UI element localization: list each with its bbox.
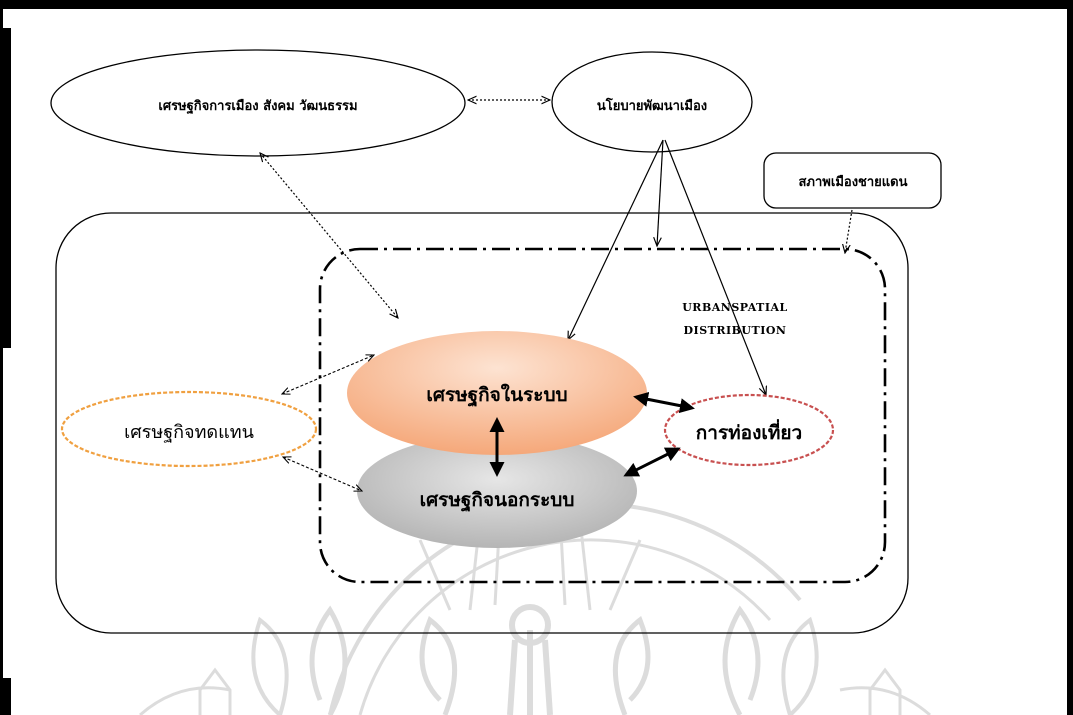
substitute-economy-ellipse (60, 390, 318, 468)
frame-border-left-bottom (0, 678, 11, 715)
frame-border-right (1067, 0, 1073, 715)
tourism-label: การท่องเที่ยว (695, 422, 803, 444)
frame-border-top (0, 0, 1073, 9)
urban-spatial-label-line1: URBANSPATIAL (682, 301, 788, 314)
frame-border-left-thick (0, 28, 11, 348)
urban-spatial-label-line2: DISTRIBUTION (683, 324, 787, 337)
connector-formal-tourism (633, 391, 695, 414)
border-city-condition-box (763, 152, 942, 209)
urban-spatial-distribution-label: URBANSPATIAL DISTRIBUTION (660, 296, 810, 342)
tourism-ellipse (663, 393, 835, 467)
connector-econ-to-center (260, 153, 398, 318)
connector-policy-to-region (657, 139, 664, 246)
urban-spatial-region-box (318, 247, 887, 584)
connector-border-to-region (845, 209, 853, 253)
informal-economy-label: เศรษฐกิจนอกระบบ (419, 489, 575, 511)
border-city-condition-label: สภาพเมืองชายแดน (798, 175, 908, 190)
formal-economy-label: เศรษฐกิจในระบบ (426, 384, 568, 406)
econ-politics-society-culture-label: เศรษฐกิจการเมือง สังคม วัฒนธรรม (158, 99, 358, 114)
connector-substitute-to-informal (283, 457, 362, 491)
urban-dev-policy-ellipse (551, 51, 753, 153)
formal-economy-ellipse (347, 331, 647, 455)
informal-economy-ellipse (357, 434, 637, 548)
connector-substitute-to-formal (282, 355, 374, 394)
connector-policy-to-formal (568, 139, 664, 340)
substitute-economy-label: เศรษฐกิจทดแทน (124, 422, 254, 443)
frame-border-left (0, 0, 3, 715)
econ-politics-society-culture-ellipse (50, 49, 466, 157)
urban-dev-policy-label: นโยบายพัฒนาเมือง (596, 99, 708, 114)
connector-policy-to-tourism (664, 139, 766, 395)
outer-region-box (55, 212, 909, 634)
connector-informal-tourism (623, 447, 681, 477)
